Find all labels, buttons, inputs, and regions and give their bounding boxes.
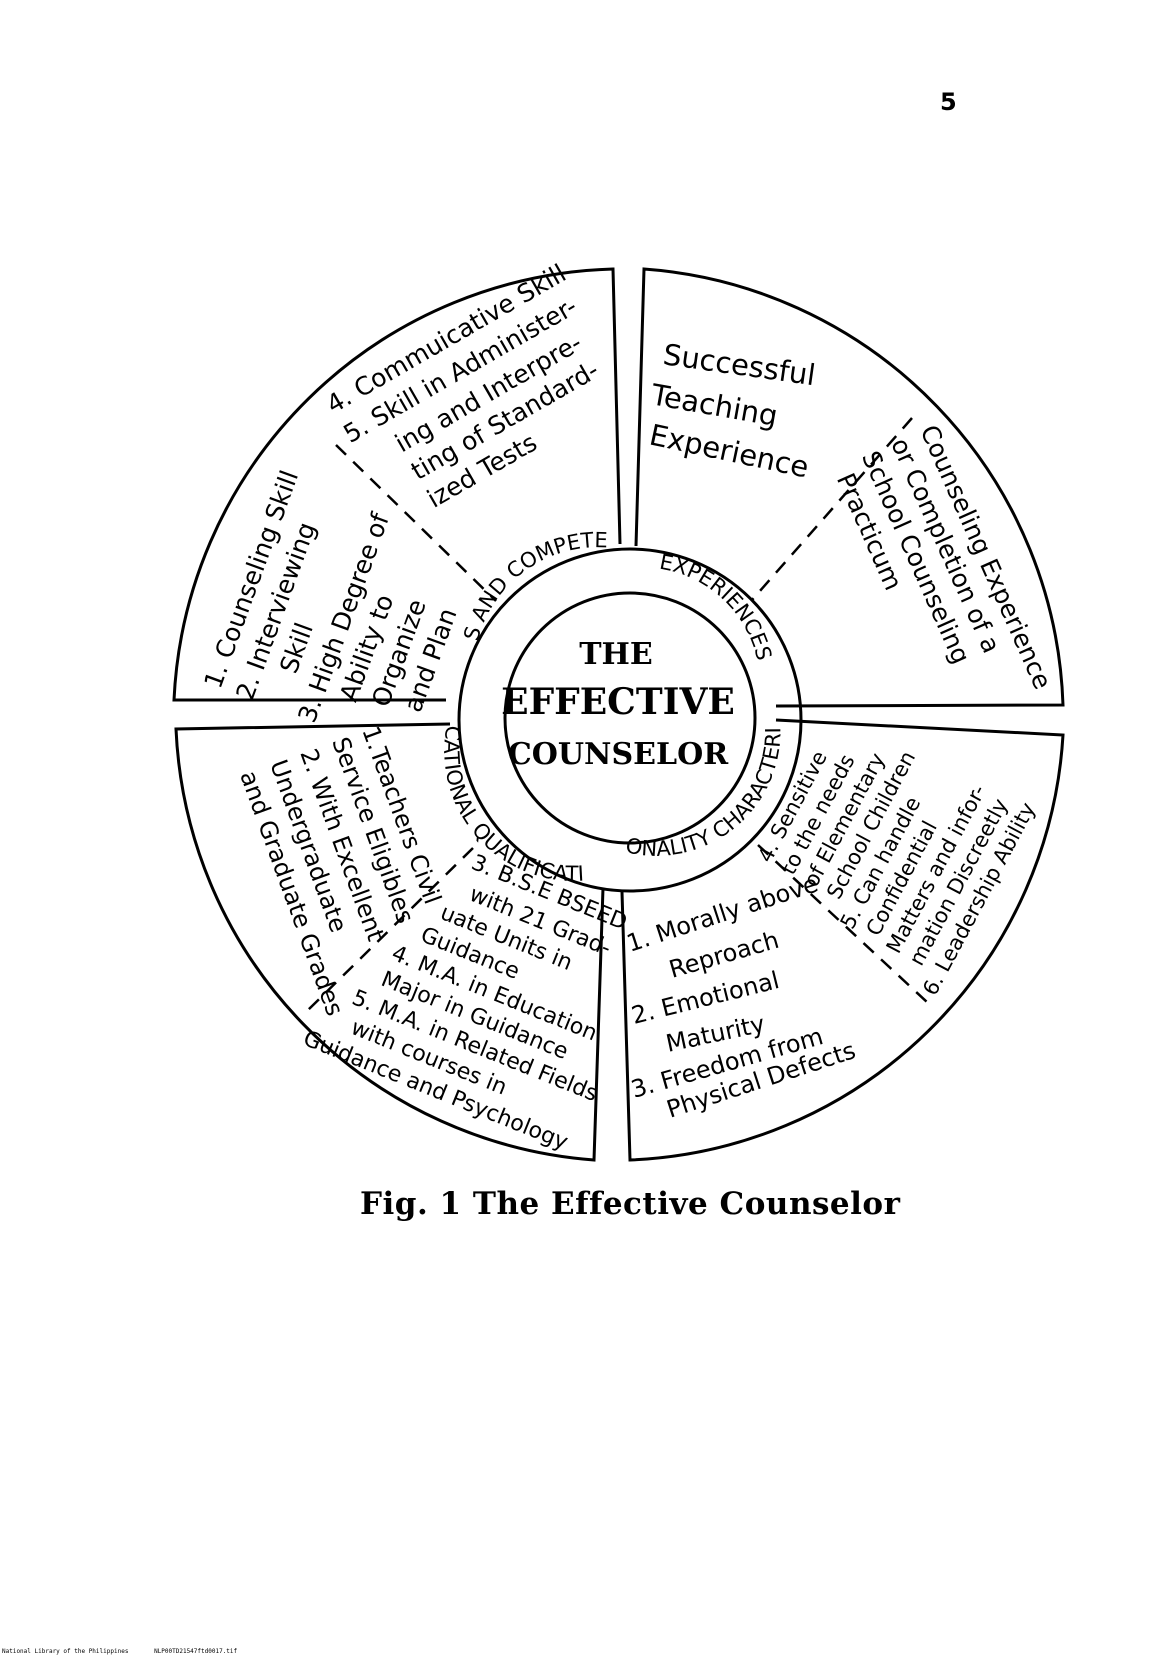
inner-circle	[503, 591, 757, 845]
personality-bottom-text: 1. Morally above Reproach 2. Emotional M…	[623, 870, 859, 1124]
center-line-3: COUNSELOR	[508, 737, 729, 772]
center-title: THE EFFECTIVE COUNSELOR	[501, 637, 735, 772]
footer-filename: NLP00TD21547ftd0017.tif	[154, 1648, 238, 1655]
wheel-outline	[172, 267, 1065, 1162]
footer-library: National Library of the Philippines	[2, 1648, 129, 1655]
ring-label-educational: EDUCATIONAL QUALIFICATIONS	[0, 0, 585, 886]
center-line-2: EFFECTIVE	[501, 681, 735, 723]
middle-ring	[457, 547, 803, 893]
page-number: 5	[940, 88, 957, 116]
center-line-1: THE	[579, 637, 653, 672]
experience-top-line: Experience	[647, 418, 812, 485]
personality-side-text: 4. Sensitive to the needs of Elementary …	[753, 747, 1040, 999]
sector-top-left	[172, 267, 622, 702]
divider-personality	[757, 844, 929, 1004]
dashed-dividers	[305, 417, 929, 1013]
sector-top-right	[634, 267, 1065, 708]
sector-bottom-left	[174, 722, 605, 1162]
scan-footer: National Library of the Philippines NLP0…	[2, 1648, 259, 1655]
experience-side-text: Counseling Experience or Completion of a…	[831, 421, 1057, 694]
skills-inner-text: 4. Commuicative Skill 5. Skill in Admini…	[322, 258, 604, 513]
divider-experience	[751, 417, 913, 601]
experience-top-text: Successful Teaching Experience	[647, 337, 818, 484]
sector-bottom-right	[620, 718, 1065, 1162]
divider-education	[305, 847, 474, 1013]
skills-outer-text: 1. Counseling Skill 2. Interviewing Skil…	[198, 467, 462, 727]
figure-caption: Fig. 1 The Effective Counselor	[360, 1186, 901, 1222]
divider-skills	[335, 444, 497, 602]
